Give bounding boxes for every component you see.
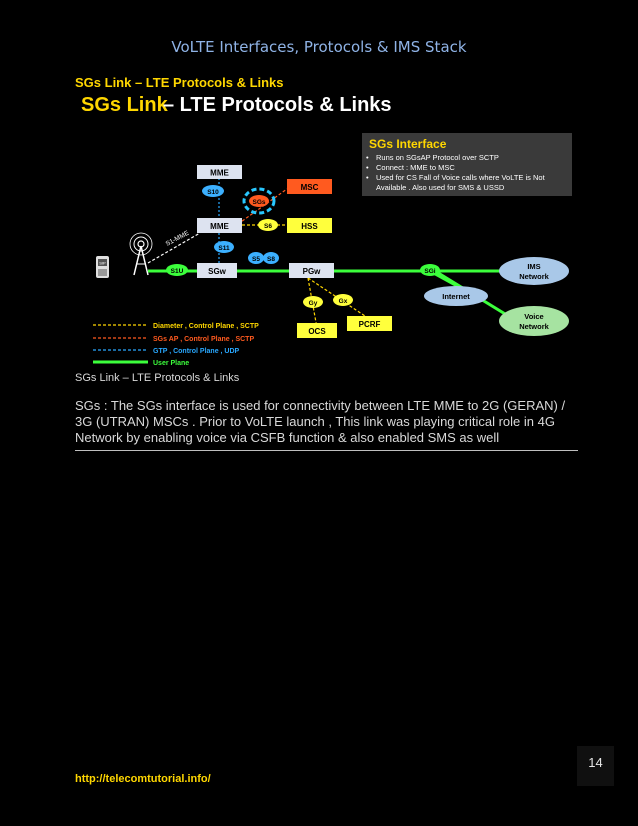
page-number: 14 (588, 755, 603, 770)
s5-badge (248, 252, 264, 264)
s8-label: S8 (267, 256, 275, 263)
footer-url-link[interactable]: http://telecomtutorial.info/ (75, 773, 211, 785)
s1-mme-link (147, 232, 201, 264)
pcrf-node (347, 316, 392, 331)
gy-label: Gy (309, 300, 318, 307)
bullet-icon: • (366, 163, 369, 172)
internet-label: Internet (442, 292, 470, 301)
sip-label: SIP (99, 261, 106, 266)
internet-cloud-icon (424, 286, 488, 306)
hss-label: HSS (301, 222, 318, 231)
legend-label-sgsap: SGs AP , Control Plane , SCTP (153, 336, 254, 343)
hss-node (287, 218, 332, 233)
info-bullet-4: Available . Also used for SMS & USSD (376, 183, 505, 192)
ims-network-cloud-icon (499, 257, 569, 285)
sgs-info-box (362, 133, 572, 196)
s8-badge (263, 252, 279, 264)
sgs-label: SGs (252, 199, 265, 206)
mme-node (197, 218, 242, 233)
sgi-label: SGi (424, 268, 435, 275)
bullet-icon: • (366, 173, 369, 182)
figure-title-rest: – LTE Protocols & Links (163, 94, 392, 116)
ocs-node (297, 323, 337, 338)
legend-label-user-plane: User Plane (153, 360, 189, 367)
info-bullet-1: Runs on SGsAP Protocol over SCTP (376, 153, 499, 162)
gx-link (307, 277, 366, 317)
sgs-info-box-title: SGs Interface (369, 137, 447, 151)
body-paragraph: SGs : The SGs interface is used for conn… (75, 398, 566, 445)
s6-badge (258, 219, 278, 231)
mme-label: MME (210, 222, 229, 231)
voice-label-line2: Network (519, 322, 549, 331)
gy-badge (303, 296, 323, 308)
gx-badge (333, 294, 353, 306)
info-bullet-2: Connect : MME to MSC (376, 163, 455, 172)
info-bullet-3: Used for CS Fall of Voice calls where Vo… (376, 173, 546, 182)
mme-top-node (197, 165, 242, 179)
sgs-badge (249, 195, 269, 207)
voice-label-line1: Voice (524, 312, 543, 321)
sgw-node (197, 263, 237, 278)
s1u-label: S1U (171, 268, 184, 275)
sgw-label: SGw (208, 267, 227, 276)
s1u-badge (166, 264, 188, 276)
msc-label: MSC (301, 183, 319, 192)
pgw-node (289, 263, 334, 278)
sip-phone-icon: SIP (96, 256, 109, 278)
legend-label-gtp: GTP , Control Plane , UDP (153, 348, 240, 355)
legend-label-diameter: Diameter , Control Plane , SCTP (153, 323, 259, 330)
horizontal-divider (75, 450, 578, 451)
s1-mme-label: S1-MME (165, 229, 191, 247)
bullet-icon: • (366, 153, 369, 162)
ocs-label: OCS (308, 327, 326, 336)
gx-label: Gx (339, 298, 348, 305)
s10-label: S10 (207, 189, 219, 196)
mme-top-label: MME (210, 169, 229, 178)
s11-badge (214, 241, 234, 253)
figure-caption: SGs Link – LTE Protocols & Links (75, 372, 240, 384)
s5-label: S5 (252, 256, 260, 263)
figure-title-highlight: SGs Link (81, 94, 169, 116)
s10-badge (202, 185, 224, 197)
section-heading: SGs Link – LTE Protocols & Links (75, 75, 284, 90)
page-number-box (577, 746, 614, 786)
ims-label-line1: IMS (527, 262, 540, 271)
s6-label: S6 (264, 223, 272, 230)
sgs-diagram-figure: SGs Link – LTE Protocols & Links SGs Int… (81, 94, 572, 367)
voice-network-cloud-icon (499, 306, 569, 336)
cell-tower-icon (129, 232, 153, 276)
s11-label: S11 (218, 245, 230, 252)
pgw-label: PGw (303, 267, 322, 276)
msc-node (287, 179, 332, 194)
ims-label-line2: Network (519, 272, 549, 281)
pcrf-label: PCRF (359, 320, 381, 329)
page-header-title: VoLTE Interfaces, Protocols & IMS Stack (171, 38, 467, 56)
sgi-badge (420, 264, 440, 276)
sgs-highlight-ring (242, 187, 276, 215)
